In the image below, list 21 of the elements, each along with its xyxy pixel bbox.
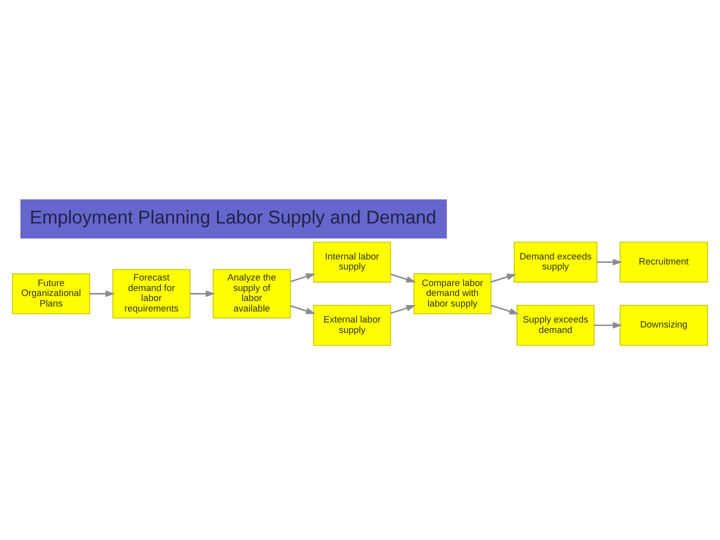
arrow — [594, 321, 622, 328]
arrow — [597, 258, 622, 265]
node-box: Forecast demand for labor requirements — [112, 268, 190, 318]
arrow — [490, 304, 520, 314]
node-box: Analyze the supply of labor available — [212, 268, 291, 318]
arrow — [290, 304, 316, 314]
arrow — [390, 304, 416, 314]
arrow — [490, 273, 516, 282]
arrow — [190, 290, 216, 297]
node-box: Internal labor supply — [313, 241, 392, 282]
arrow — [390, 273, 416, 282]
node-box: Demand exceeds supply — [514, 241, 598, 282]
diagram-title: Employment Planning Labor Supply and Demand — [30, 206, 436, 228]
node-box: Supply exceeds demand — [516, 304, 595, 346]
arrow — [90, 290, 115, 297]
arrow — [290, 272, 316, 282]
node-box: Recruitment — [620, 241, 708, 282]
node-box: Downsizing — [620, 304, 708, 346]
node-box: External labor supply — [313, 304, 392, 346]
node-box: Compare labor demand with labor supply — [413, 272, 492, 314]
node-box: Future Organizational Plans — [12, 272, 90, 314]
